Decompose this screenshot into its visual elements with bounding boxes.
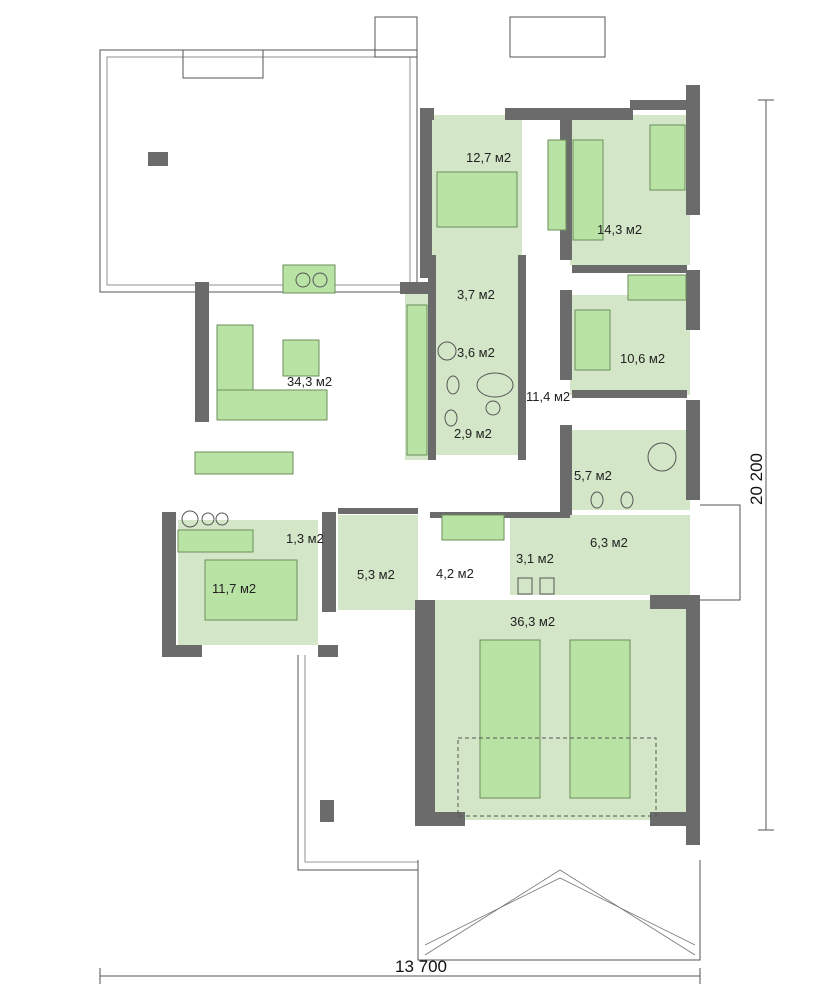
- dimension-height: 20 200: [747, 99, 774, 831]
- width-label: 13 700: [395, 957, 447, 976]
- room-labels: 12,7 м2 14,3 м2 3,7 м2 3,6 м2 10,6 м2 34…: [212, 150, 665, 629]
- area-label-living-room: 34,3 м2: [287, 374, 332, 389]
- area-label-bedroom-3: 10,6 м2: [620, 351, 665, 366]
- area-label-bathroom: 3,6 м2: [457, 345, 495, 360]
- height-label: 20 200: [747, 453, 766, 505]
- area-label-wardrobe: 4,2 м2: [436, 566, 474, 581]
- area-label-bathroom-2: 5,7 м2: [574, 468, 612, 483]
- area-label-pantry: 1,3 м2: [286, 531, 324, 546]
- walls: [162, 85, 700, 845]
- terrace-top: [99, 16, 606, 293]
- area-label-entry: 5,3 м2: [357, 567, 395, 582]
- area-label-bedroom-2: 14,3 м2: [597, 222, 642, 237]
- area-label-wc: 2,9 м2: [454, 426, 492, 441]
- side-step: [700, 504, 741, 601]
- area-label-garage: 36,3 м2: [510, 614, 555, 629]
- terrace-bottom: [297, 655, 418, 871]
- area-label-kitchen: 11,7 м2: [212, 581, 256, 596]
- area-label-laundry: 3,1 м2: [516, 551, 554, 566]
- area-label-hallway: 11,4 м2: [526, 389, 570, 404]
- fixtures: [181, 272, 677, 595]
- dimension-width: 13 700: [99, 957, 701, 984]
- furniture: [177, 124, 687, 817]
- area-label-bedroom-1: 12,7 м2: [466, 150, 511, 165]
- area-label-closet: 3,7 м2: [457, 287, 495, 302]
- entrance-canopy: [417, 860, 701, 961]
- area-label-technical-room: 6,3 м2: [590, 535, 628, 550]
